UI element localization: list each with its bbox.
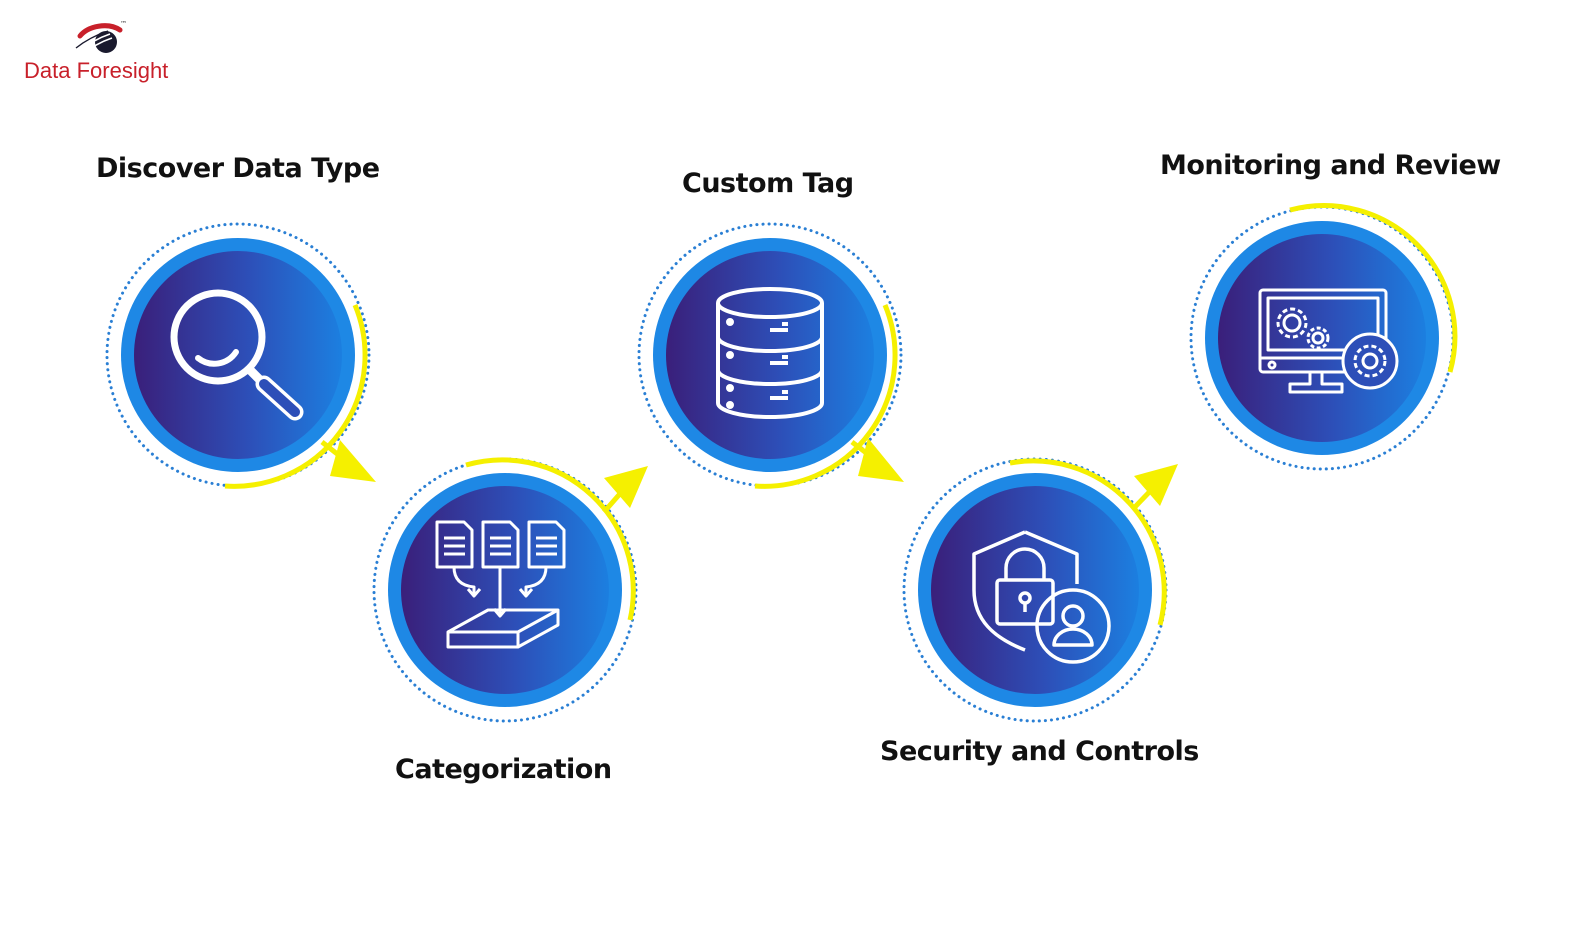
step-discover-data-type (105, 222, 371, 489)
flow-arrow-3 (850, 438, 904, 482)
inner-circle (401, 486, 609, 694)
step-label-custom-tag: Custom Tag (682, 168, 854, 199)
shield-lock-user-icon (972, 530, 1111, 664)
step-custom-tag (637, 222, 903, 489)
inner-circle (134, 251, 342, 459)
flow-arrow-4 (1132, 464, 1178, 510)
step-label-security-and-controls: Security and Controls (880, 736, 1199, 767)
accent-arc (1009, 458, 1167, 626)
step-monitoring-and-review (1189, 203, 1458, 471)
inner-circle (931, 486, 1139, 694)
dotted-ring (637, 222, 903, 488)
dotted-ring (105, 222, 371, 488)
step-categorization (372, 457, 638, 723)
flow-arrow-1 (320, 440, 376, 482)
documents-merge-icon (435, 520, 566, 649)
database-icon (716, 287, 824, 419)
brand-logo: ™ Data Foresight (24, 20, 194, 90)
step-label-discover-data-type: Discover Data Type (96, 153, 380, 184)
trademark-mark: ™ (120, 20, 127, 28)
magnifier-icon (170, 289, 304, 421)
step-label-monitoring-and-review: Monitoring and Review (1160, 150, 1501, 181)
brand-swoosh-icon (75, 23, 123, 57)
step-security-and-controls (902, 457, 1168, 723)
inner-circle (666, 251, 874, 459)
accent-arc (224, 304, 368, 489)
accent-arc (1289, 203, 1458, 373)
brand-name: Data Foresight (24, 58, 169, 83)
accent-arc (465, 457, 636, 621)
step-label-categorization: Categorization (395, 754, 612, 785)
flow-arrow-2 (602, 466, 648, 514)
monitor-gears-icon (1258, 288, 1399, 394)
accent-arc (754, 304, 898, 489)
